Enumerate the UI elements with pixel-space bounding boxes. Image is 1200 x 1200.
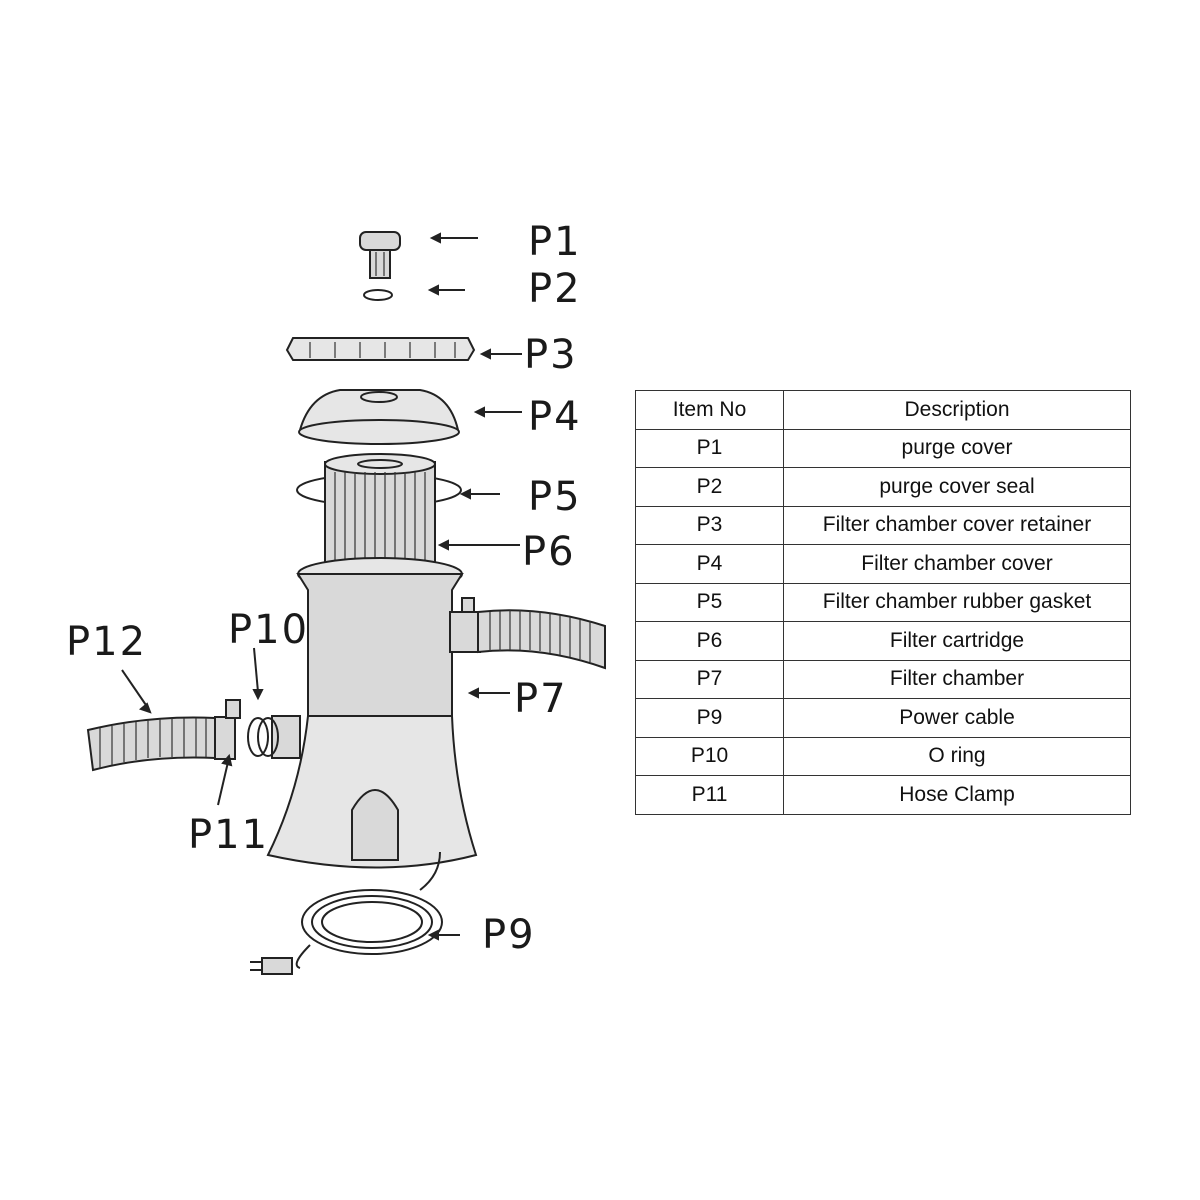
item-no: P6 (635, 621, 784, 661)
item-no: P5 (635, 582, 784, 622)
item-description: Filter cartridge (783, 621, 1131, 661)
table-header-row: Item No Description (635, 390, 1131, 430)
item-description: Filter chamber rubber gasket (783, 582, 1131, 622)
item-description: purge cover (783, 428, 1131, 468)
header-description: Description (783, 390, 1131, 430)
item-description: Hose Clamp (783, 775, 1131, 815)
item-no: P11 (635, 775, 784, 815)
outlet-hose-drawing (477, 609, 606, 670)
item-no: P3 (635, 505, 784, 545)
callout-p11: P11 (188, 812, 269, 858)
callout-p10: P10 (228, 607, 309, 653)
item-no: P2 (635, 467, 784, 507)
item-description: O ring (783, 736, 1131, 776)
header-item-no: Item No (635, 390, 784, 430)
item-no: P9 (635, 698, 784, 738)
callout-p7: P7 (514, 676, 568, 722)
item-no: P4 (635, 544, 784, 584)
callout-p9: P9 (482, 912, 536, 958)
item-no: P10 (635, 736, 784, 776)
chamber-cover-drawing (298, 389, 460, 445)
item-description: Filter chamber cover (783, 544, 1131, 584)
gasket-and-cartridge-drawing (296, 453, 462, 571)
item-description: purge cover seal (783, 467, 1131, 507)
item-description: Filter chamber (783, 659, 1131, 699)
purge-cover-seal-drawing (363, 289, 393, 301)
callout-p6: P6 (522, 529, 576, 575)
callout-p3: P3 (524, 332, 578, 378)
purge-cover-drawing (359, 231, 401, 279)
item-no: P7 (635, 659, 784, 699)
callout-p1: P1 (528, 219, 582, 265)
inlet-hose-drawing (86, 699, 279, 772)
item-description: Power cable (783, 698, 1131, 738)
item-description: Filter chamber cover retainer (783, 505, 1131, 545)
filter-chamber-drawing (266, 557, 481, 869)
item-no: P1 (635, 428, 784, 468)
callout-p12: P12 (66, 619, 147, 665)
leader-lines (121, 232, 522, 941)
power-cable-drawing (250, 851, 443, 975)
cover-retainer-drawing (285, 337, 476, 361)
callout-p2: P2 (528, 266, 582, 312)
callout-p4: P4 (528, 394, 582, 440)
callout-p5: P5 (528, 474, 582, 520)
